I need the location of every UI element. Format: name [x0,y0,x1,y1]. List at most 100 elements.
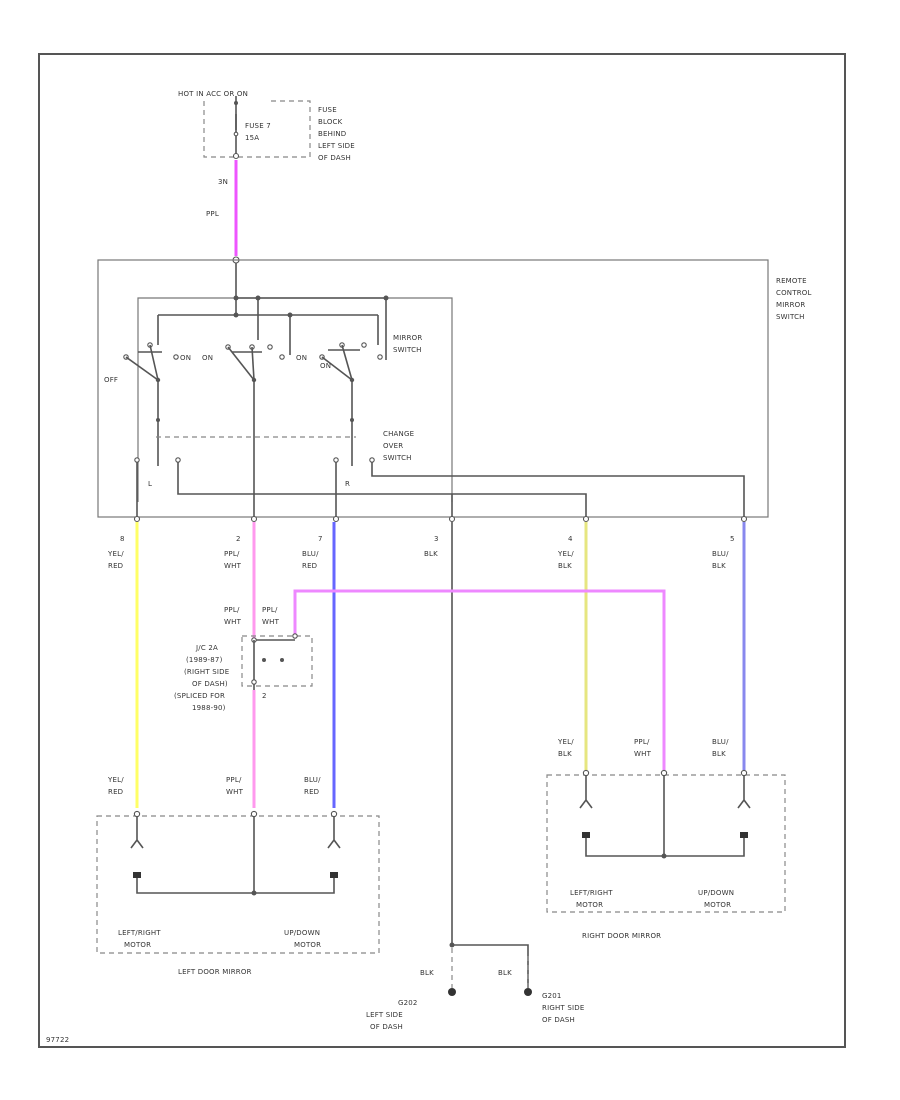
change-over-l: L [148,480,152,488]
rm-wire-yel-1: YEL/ [557,738,574,746]
rm-wire-yel-2: BLK [558,750,572,758]
remote-label-2: CONTROL [776,289,812,297]
pin-7-label: 7 [318,535,323,543]
ground-g201-label-3: OF DASH [542,1016,575,1024]
right-ud-motor-label-2: MOTOR [704,901,731,909]
wire-yel-red-2: RED [108,562,123,570]
remote-label-3: MIRROR [776,301,805,309]
wire-blu-red-2: RED [302,562,317,570]
lm-wire-ppl-2: WHT [226,788,244,796]
grounds: BLK BLK G202 LEFT SIDE OF DASH G201 RIGH… [366,942,584,1031]
rm-wire-ppl-2: WHT [634,750,652,758]
junction-connector: PPL/ WHT PPL/ WHT J/C 2A (1989-87) (RIGH… [174,606,313,712]
change-over-label-1: CHANGE [383,430,414,438]
rm-wire-blu-1: BLU/ [712,738,729,746]
jc-wire-b-2: WHT [262,618,280,626]
right-ud-motor-icon [740,832,748,838]
left-lr-motor-label-2: MOTOR [124,941,151,949]
right-door-mirror-label: RIGHT DOOR MIRROR [582,932,661,940]
ground-1-wire: BLK [420,969,434,977]
left-door-mirror-label: LEFT DOOR MIRROR [178,968,252,976]
switch-contacts [123,342,383,383]
left-ud-motor-label-1: UP/DOWN [284,929,320,937]
remote-label-1: REMOTE [776,277,807,285]
remote-control-mirror-switch: REMOTE CONTROL MIRROR SWITCH MIRROR SWIT… [97,259,812,518]
hot-label: HOT IN ACC OR ON [178,90,248,98]
jc-label-6: 1988-90) [192,704,226,712]
wire-yel-blk-2: BLK [558,562,572,570]
jc-label-2: (1989-87) [186,656,223,664]
ground-g201-label-2: RIGHT SIDE [542,1004,584,1012]
right-door-mirror: YEL/ BLK PPL/ WHT BLU/ BLK LEFT/RIGHT MO… [546,738,786,940]
fuse-block-label-3: BEHIND [318,130,346,138]
wire-blu-red-1: BLU/ [302,550,319,558]
wire-ppl-wht-1: PPL/ [224,550,240,558]
mirror-switch-label-1: MIRROR [393,334,422,342]
change-over-label-3: SWITCH [383,454,412,462]
ground-g202-label-1: G202 [398,999,418,1007]
wire-yel-blk-1: YEL/ [557,550,574,558]
switch-on-4: ON [320,362,331,370]
ground-g202-icon [448,988,456,996]
lm-wire-yel-1: YEL/ [107,776,124,784]
jc-label-5: (SPLICED FOR [174,692,225,700]
wire-blu-blk-1: BLU/ [712,550,729,558]
ground-2-wire: BLK [498,969,512,977]
fuse-block-label-5: OF DASH [318,154,351,162]
pin-3n-label: 3N [218,178,228,186]
ground-g201-icon [524,988,532,996]
lm-wire-blu-1: BLU/ [304,776,321,784]
fuse-block-label-4: LEFT SIDE [318,142,355,150]
diagram-frame [38,53,846,1048]
jc-label-3: (RIGHT SIDE [184,668,229,676]
fuse-amps: 15A [245,134,259,142]
rm-wire-blu-2: BLK [712,750,726,758]
wire-blk: BLK [424,550,438,558]
right-lr-motor-label-2: MOTOR [576,901,603,909]
fuse-label: FUSE 7 [245,122,271,130]
switch-on-2: ON [202,354,213,362]
wire-blu-blk-2: BLK [712,562,726,570]
left-door-mirror: YEL/ RED PPL/ WHT BLU/ RED LEFT/RIGHT MO… [96,776,380,976]
pin-4-label: 4 [568,535,573,543]
ground-g202-label-2: LEFT SIDE [366,1011,403,1019]
pin-8-label: 8 [120,535,125,543]
right-lr-motor-icon [582,832,590,838]
lm-wire-yel-2: RED [108,788,123,796]
change-over-r: R [345,480,350,488]
remote-label-4: SWITCH [776,313,805,321]
jc-wire-a-1: PPL/ [224,606,240,614]
fuse-block-label-1: FUSE [318,106,337,114]
pin-3-label: 3 [434,535,439,543]
change-over-label-2: OVER [383,442,403,450]
ground-g202-label-3: OF DASH [370,1023,403,1031]
wire-ppl-wht-2: WHT [224,562,242,570]
left-lr-motor-icon [133,872,141,878]
colored-wires [135,522,746,945]
mirror-switch-label-2: SWITCH [393,346,422,354]
lm-wire-ppl-1: PPL/ [226,776,242,784]
right-lr-motor-label-1: LEFT/RIGHT [570,889,613,897]
pin-5-label: 5 [730,535,735,543]
feed-wire-color: PPL [206,210,219,218]
jc-pin-label: 2 [262,692,267,700]
fuse-block: HOT IN ACC OR ON FUSE 7 15A FUSE BLOCK B… [178,90,355,162]
off-label: OFF [104,376,118,384]
pin-2-label: 2 [236,535,241,543]
rm-wire-ppl-1: PPL/ [634,738,650,746]
switch-on-1: ON [180,354,191,362]
switch-pins: 8 2 7 3 4 5 YEL/ RED PPL/ WHT BLU/ RED B… [107,515,748,570]
left-lr-motor-label-1: LEFT/RIGHT [118,929,161,937]
left-ud-motor-label-2: MOTOR [294,941,321,949]
lm-wire-blu-2: RED [304,788,319,796]
fuse-block-label-2: BLOCK [318,118,343,126]
switch-on-3: ON [296,354,307,362]
jc-label-1: J/C 2A [195,644,218,652]
jc-label-4: OF DASH) [192,680,228,688]
wire-yel-red-1: YEL/ [107,550,124,558]
jc-wire-a-2: WHT [224,618,242,626]
ground-g201-label-1: G201 [542,992,562,1000]
jc-wire-b-1: PPL/ [262,606,278,614]
diagram-code: 97722 [46,1036,69,1044]
